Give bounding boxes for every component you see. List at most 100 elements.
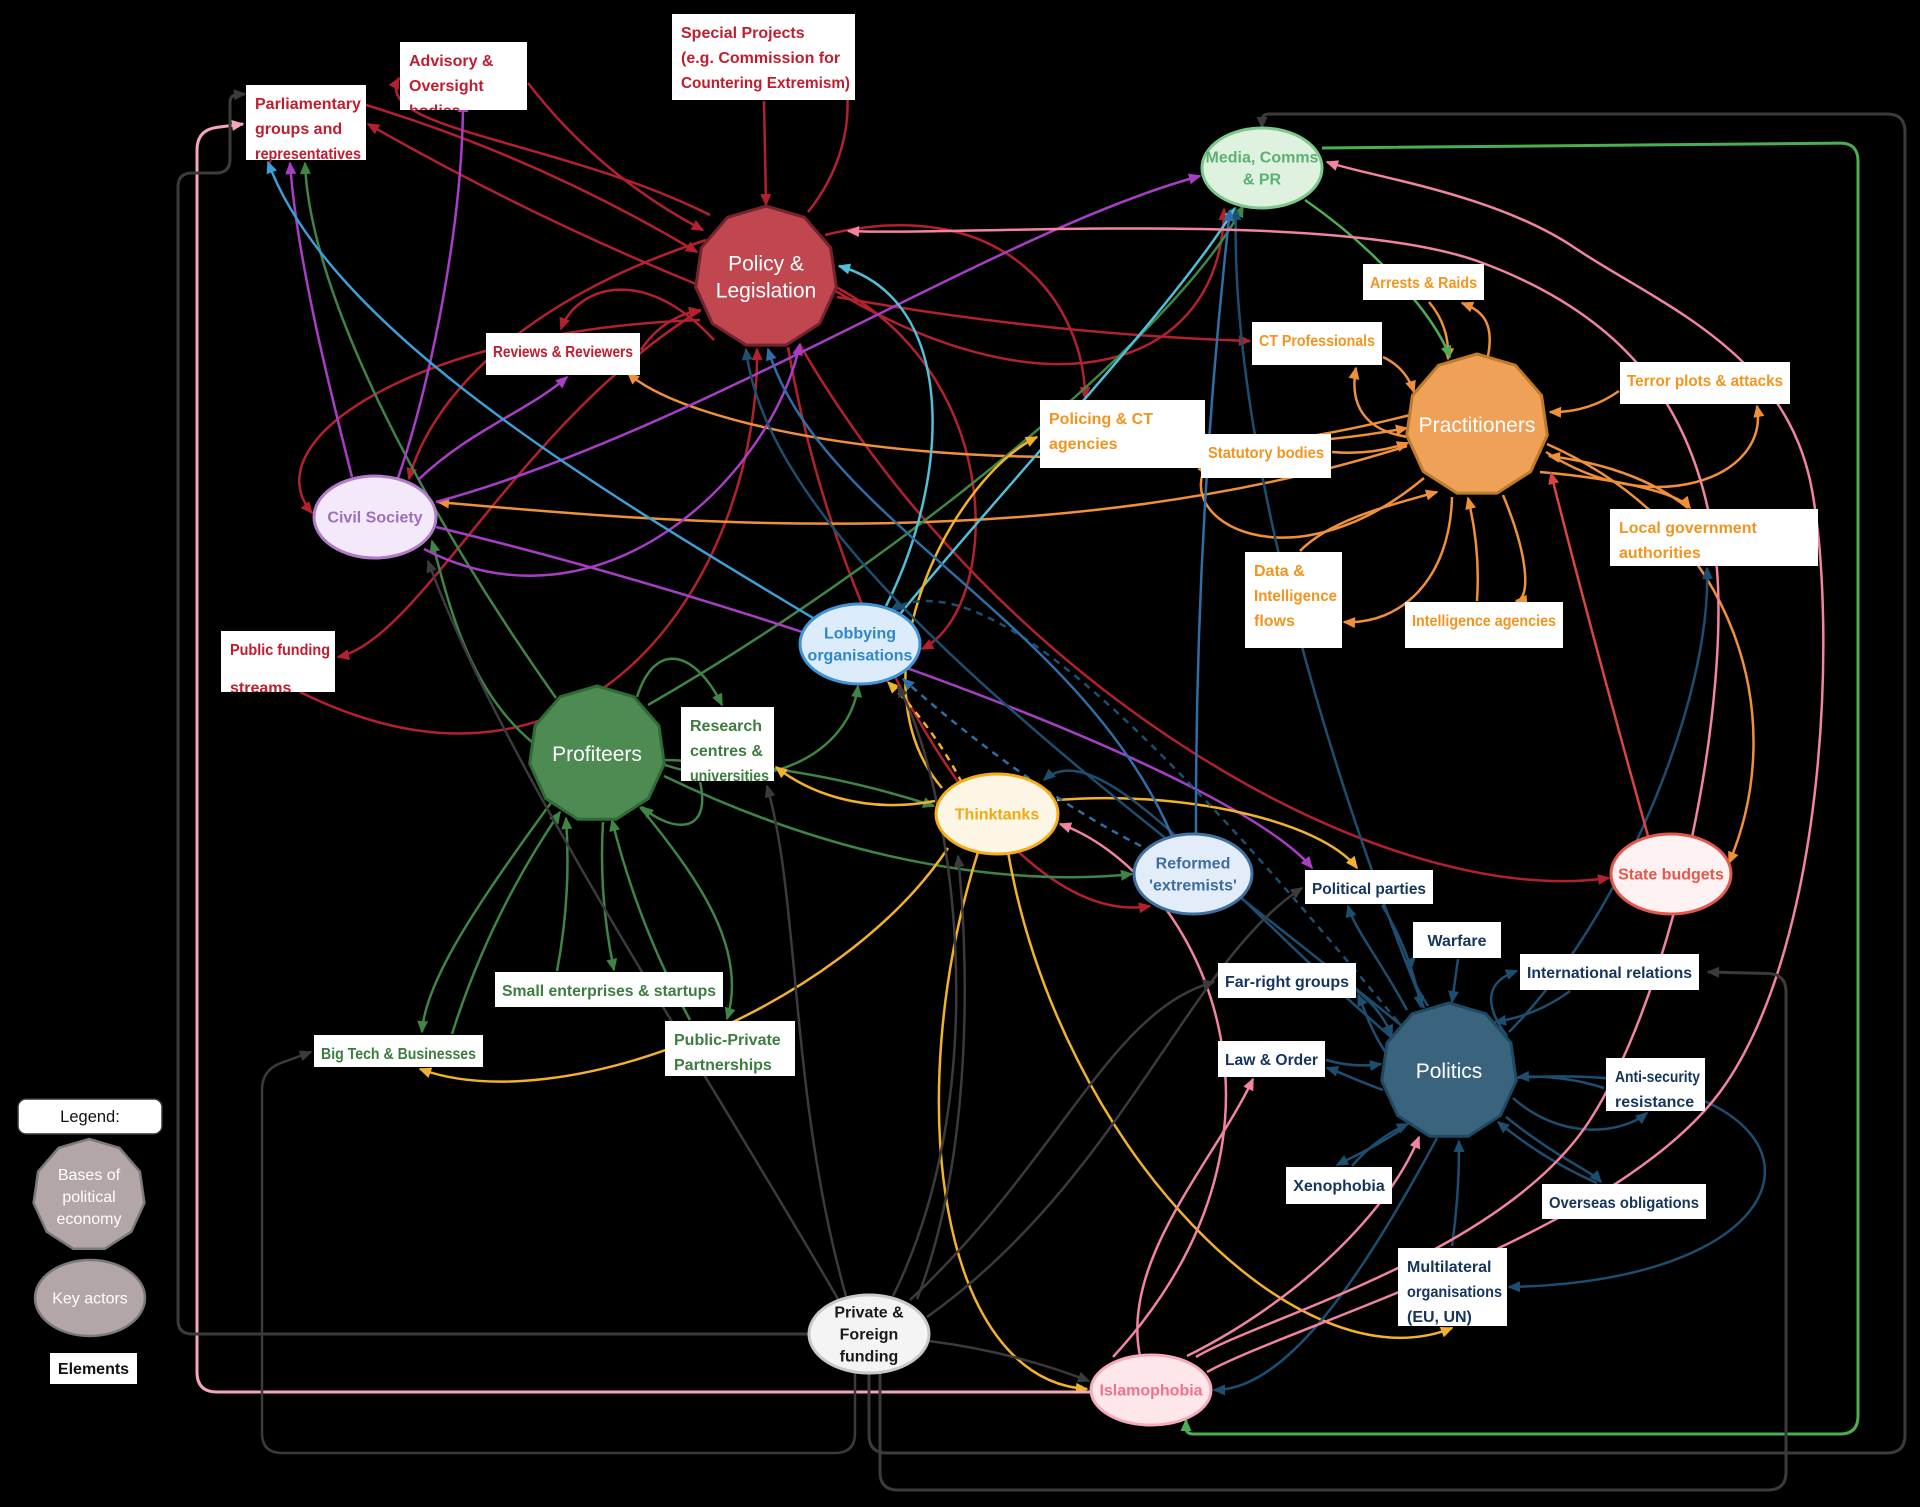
- edge-81: [1335, 1126, 1405, 1167]
- edge-94: [901, 677, 1142, 848]
- actor-shape: [934, 772, 1060, 856]
- element-box: [1305, 870, 1433, 904]
- edge-54: [435, 173, 1202, 504]
- legend-box: [17, 1098, 163, 1135]
- base-politics[interactable]: Politics: [1380, 1001, 1518, 1138]
- edge-106: [915, 854, 966, 1300]
- edge-77: [1325, 1065, 1384, 1092]
- edge-100: [1186, 1135, 1421, 1358]
- edge-7: [559, 288, 715, 341]
- node-label: Terror plots & attacks: [1627, 373, 1783, 390]
- node-label: Politics: [1416, 1060, 1483, 1083]
- element-box: [221, 631, 335, 692]
- edge-57: [417, 376, 569, 481]
- edge-96: [195, 119, 1090, 1394]
- element-small_ent[interactable]: Small enterprises & startups: [495, 972, 723, 1007]
- base-practitioners[interactable]: Practitioners: [1405, 352, 1549, 495]
- edge-110: [764, 784, 848, 1297]
- element-intl_rel[interactable]: International relations: [1520, 954, 1699, 990]
- edge-37: [640, 781, 704, 827]
- actor-thinktanks[interactable]: Thinktanks: [934, 772, 1060, 856]
- node-label: Islamophobia: [1099, 1383, 1202, 1400]
- edge-69: [1345, 904, 1409, 1011]
- actor-media[interactable]: Media, Comms& PR: [1200, 126, 1324, 210]
- edge-72: [1493, 989, 1571, 1026]
- edge-109: [260, 1050, 857, 1455]
- edge-86: [741, 347, 1403, 1027]
- edge-42: [639, 806, 736, 1021]
- element-big_tech[interactable]: Big Tech & Businesses: [314, 1035, 483, 1067]
- element-overseas[interactable]: Overseas obligations: [1542, 1184, 1706, 1219]
- edge-53: [396, 99, 469, 479]
- element-law_order[interactable]: Law & Order: [1218, 1041, 1325, 1077]
- element-xenophobia[interactable]: Xenophobia: [1286, 1167, 1392, 1204]
- element-box: [1218, 1041, 1325, 1077]
- element-box: [1218, 963, 1356, 998]
- element-warfare[interactable]: Warfare: [1413, 922, 1501, 958]
- edge-98: [1206, 160, 1825, 1374]
- element-far_right[interactable]: Far-right groups: [1218, 963, 1356, 998]
- node-label: Statutory bodies: [1208, 445, 1324, 462]
- element-arrests[interactable]: Arrests & Raids: [1363, 264, 1484, 300]
- edge-112: [909, 979, 1216, 1301]
- node-label: Policy &Legislation: [716, 253, 816, 303]
- element-box: [1398, 1248, 1507, 1326]
- node-label: Intelligence agencies: [1412, 613, 1556, 630]
- element-terror[interactable]: Terror plots & attacks: [1620, 362, 1790, 404]
- edge-2: [527, 82, 705, 232]
- element-ct_prof[interactable]: CT Professionals: [1252, 322, 1382, 365]
- legend-elements-label: Elements: [58, 1361, 129, 1378]
- element-box: [1245, 552, 1342, 648]
- edge-25: [1197, 461, 1425, 539]
- node-label: Far-right groups: [1225, 974, 1349, 991]
- edge-49: [647, 204, 1245, 707]
- element-reviews[interactable]: Reviews & Reviewers: [486, 333, 640, 375]
- actor-reformed[interactable]: Reformed'extremists': [1132, 832, 1254, 916]
- edge-29: [1299, 489, 1439, 552]
- edge-102: [176, 89, 809, 1336]
- element-box: [1620, 362, 1790, 404]
- edge-76: [1325, 1058, 1383, 1071]
- element-box: [1610, 509, 1818, 566]
- element-box: [400, 42, 527, 110]
- actor-shape: [312, 474, 438, 560]
- node-label: Key actors: [52, 1291, 128, 1308]
- base-policy[interactable]: Policy &Legislation: [694, 204, 838, 347]
- node-label: Overseas obligations: [1549, 1195, 1699, 1212]
- base-profiteers[interactable]: Profiteers: [528, 684, 666, 821]
- element-pol_parties[interactable]: Political parties: [1305, 870, 1433, 904]
- edge-55: [423, 342, 803, 577]
- edge-65: [937, 851, 1089, 1394]
- node-label: Xenophobia: [1293, 1178, 1385, 1195]
- edge-33: [436, 444, 1408, 525]
- edge-61: [886, 680, 964, 784]
- edge-108: [926, 886, 1304, 1319]
- actor-state_budgets[interactable]: State budgets: [1609, 832, 1733, 916]
- element-intel_agencies[interactable]: Intelligence agencies: [1405, 602, 1563, 648]
- node-label: Civil Society: [327, 510, 422, 527]
- edge-20: [1382, 355, 1416, 394]
- actor-islamophobia[interactable]: Islamophobia: [1089, 1353, 1213, 1427]
- actor-civil_society[interactable]: Civil Society: [312, 474, 438, 560]
- element-statutory[interactable]: Statutory bodies: [1201, 434, 1331, 478]
